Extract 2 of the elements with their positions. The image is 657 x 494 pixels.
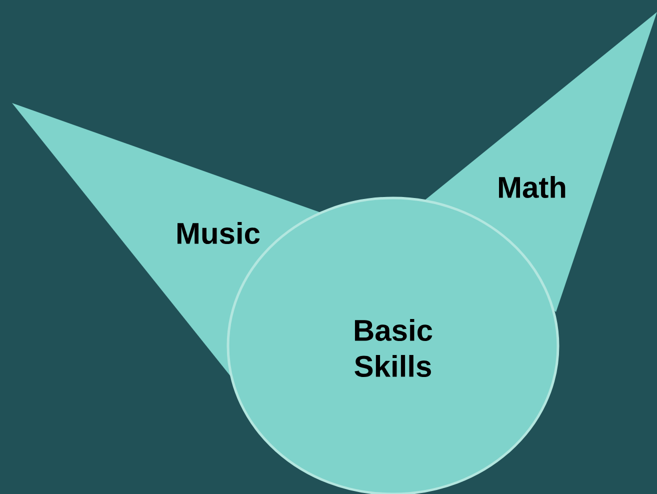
- node-label: Basic Skills: [354, 318, 432, 378]
- node-label: Math: [499, 176, 566, 198]
